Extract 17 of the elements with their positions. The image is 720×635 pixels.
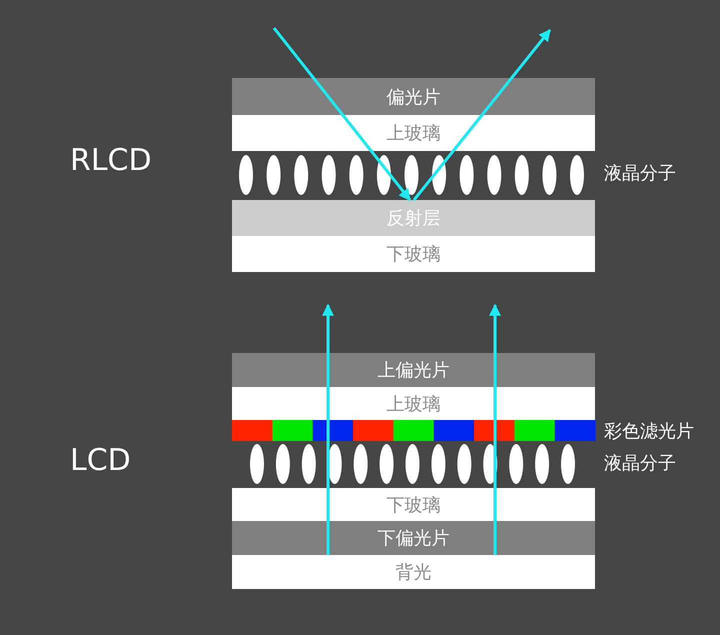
- light-ray-arrow: [322, 304, 334, 555]
- light-ray-arrow: [412, 29, 552, 201]
- side-label: 液晶分子: [604, 452, 676, 475]
- side-label: 液晶分子: [604, 162, 676, 185]
- display-type-label: LCD: [70, 443, 131, 478]
- polarizer-layer: 下偏光片: [232, 521, 595, 555]
- side-label: 彩色滤光片: [604, 420, 694, 443]
- glass-layer: 下玻璃: [232, 236, 595, 272]
- backlight-layer: 背光: [232, 555, 595, 589]
- glass-layer: 下玻璃: [232, 488, 595, 521]
- glass-layer: 上玻璃: [232, 387, 595, 420]
- polarizer-layer: 上偏光片: [232, 353, 595, 387]
- polarizer-layer: 偏光片: [232, 78, 595, 115]
- glass-layer: 上玻璃: [232, 115, 595, 151]
- light-ray-arrow: [272, 27, 412, 201]
- display-type-label: RLCD: [70, 143, 152, 178]
- light-ray-arrow: [489, 304, 501, 555]
